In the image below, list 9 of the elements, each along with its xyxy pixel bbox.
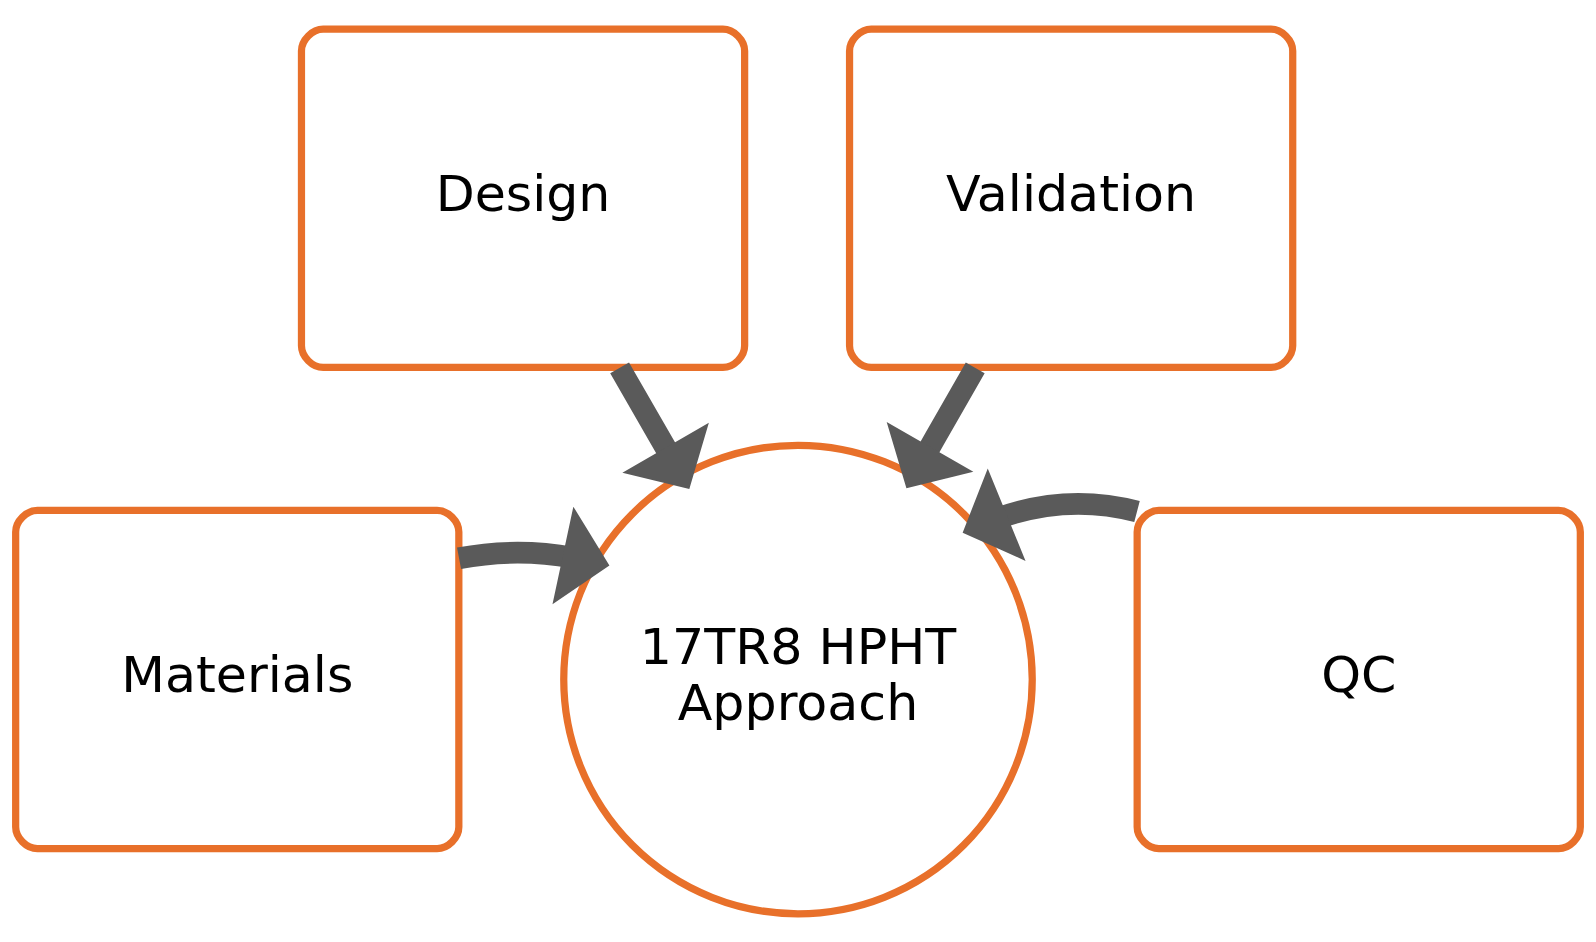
arrow [457,506,610,604]
arrow [886,362,985,488]
arrow [962,468,1140,561]
node-circle: 17TR8 HPHT Approach [560,441,1036,917]
node-box: QC [1133,506,1584,852]
node-box: Validation [845,25,1297,371]
arrow [610,361,709,489]
node-box: Materials [12,506,463,852]
node-box: Design [297,25,749,371]
